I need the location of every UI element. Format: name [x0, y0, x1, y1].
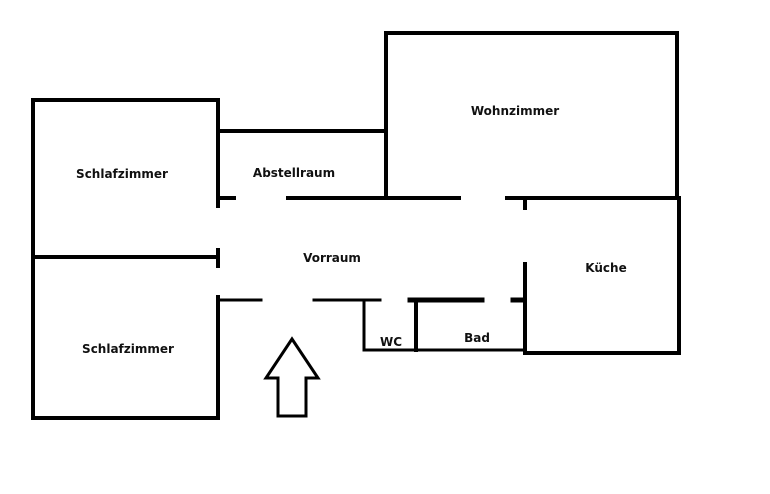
room-label-schlafzimmer-2: Schlafzimmer — [82, 342, 174, 356]
storage-walls — [216, 129, 388, 199]
wc-bath-walls — [362, 298, 527, 352]
kitchen-walls — [523, 196, 681, 355]
corridor-top-walls — [218, 196, 681, 210]
room-label-bad: Bad — [464, 331, 490, 345]
room-label-kueche: Küche — [585, 261, 627, 275]
bedroom-walls — [31, 98, 220, 420]
room-label-wohnzimmer: Wohnzimmer — [470, 104, 560, 118]
living-room-walls — [384, 31, 679, 199]
room-label-schlafzimmer-1: Schlafzimmer — [76, 167, 168, 181]
room-label-abstellraum: Abstellraum — [252, 166, 336, 180]
room-label-wc: WC — [379, 335, 403, 349]
arrow-up-icon — [263, 336, 321, 418]
room-label-vorraum: Vorraum — [303, 251, 361, 265]
